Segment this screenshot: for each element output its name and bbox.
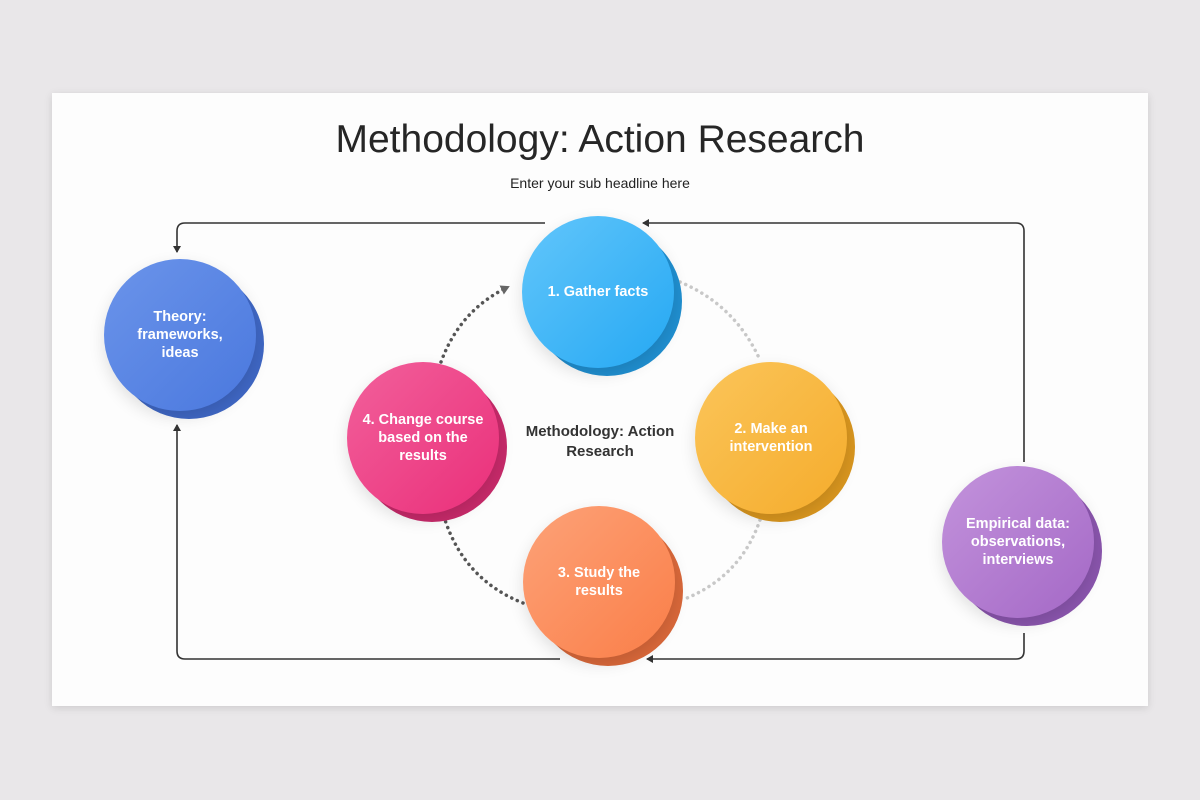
center-label: Methodology: Action Research — [525, 423, 675, 460]
page-title: Methodology: Action Research — [335, 118, 865, 161]
arrow-top-left — [173, 222, 545, 253]
arrow-top-right — [642, 219, 1025, 462]
page-subtitle: Enter your sub headline here — [510, 175, 690, 191]
arrow-bottom-right — [646, 633, 1025, 663]
dotted-arc-study-to-change — [443, 518, 525, 605]
dotted-arc-gather-to-intervention — [678, 280, 762, 362]
node-gather-facts: 1. Gather facts — [522, 216, 682, 376]
dotted-arc-change-to-gather — [439, 285, 510, 364]
node-study-results: 3. Study the results — [523, 506, 683, 666]
arrow-bottom-left — [173, 424, 560, 660]
node-empirical-data: Empirical data: observations, interviews — [942, 466, 1102, 626]
node-change-course: 4. Change course based on the results — [347, 362, 507, 522]
node-theory: Theory: frameworks, ideas — [104, 259, 264, 419]
node-make-intervention: 2. Make an intervention — [695, 362, 855, 522]
dotted-arc-intervention-to-study — [680, 518, 762, 602]
